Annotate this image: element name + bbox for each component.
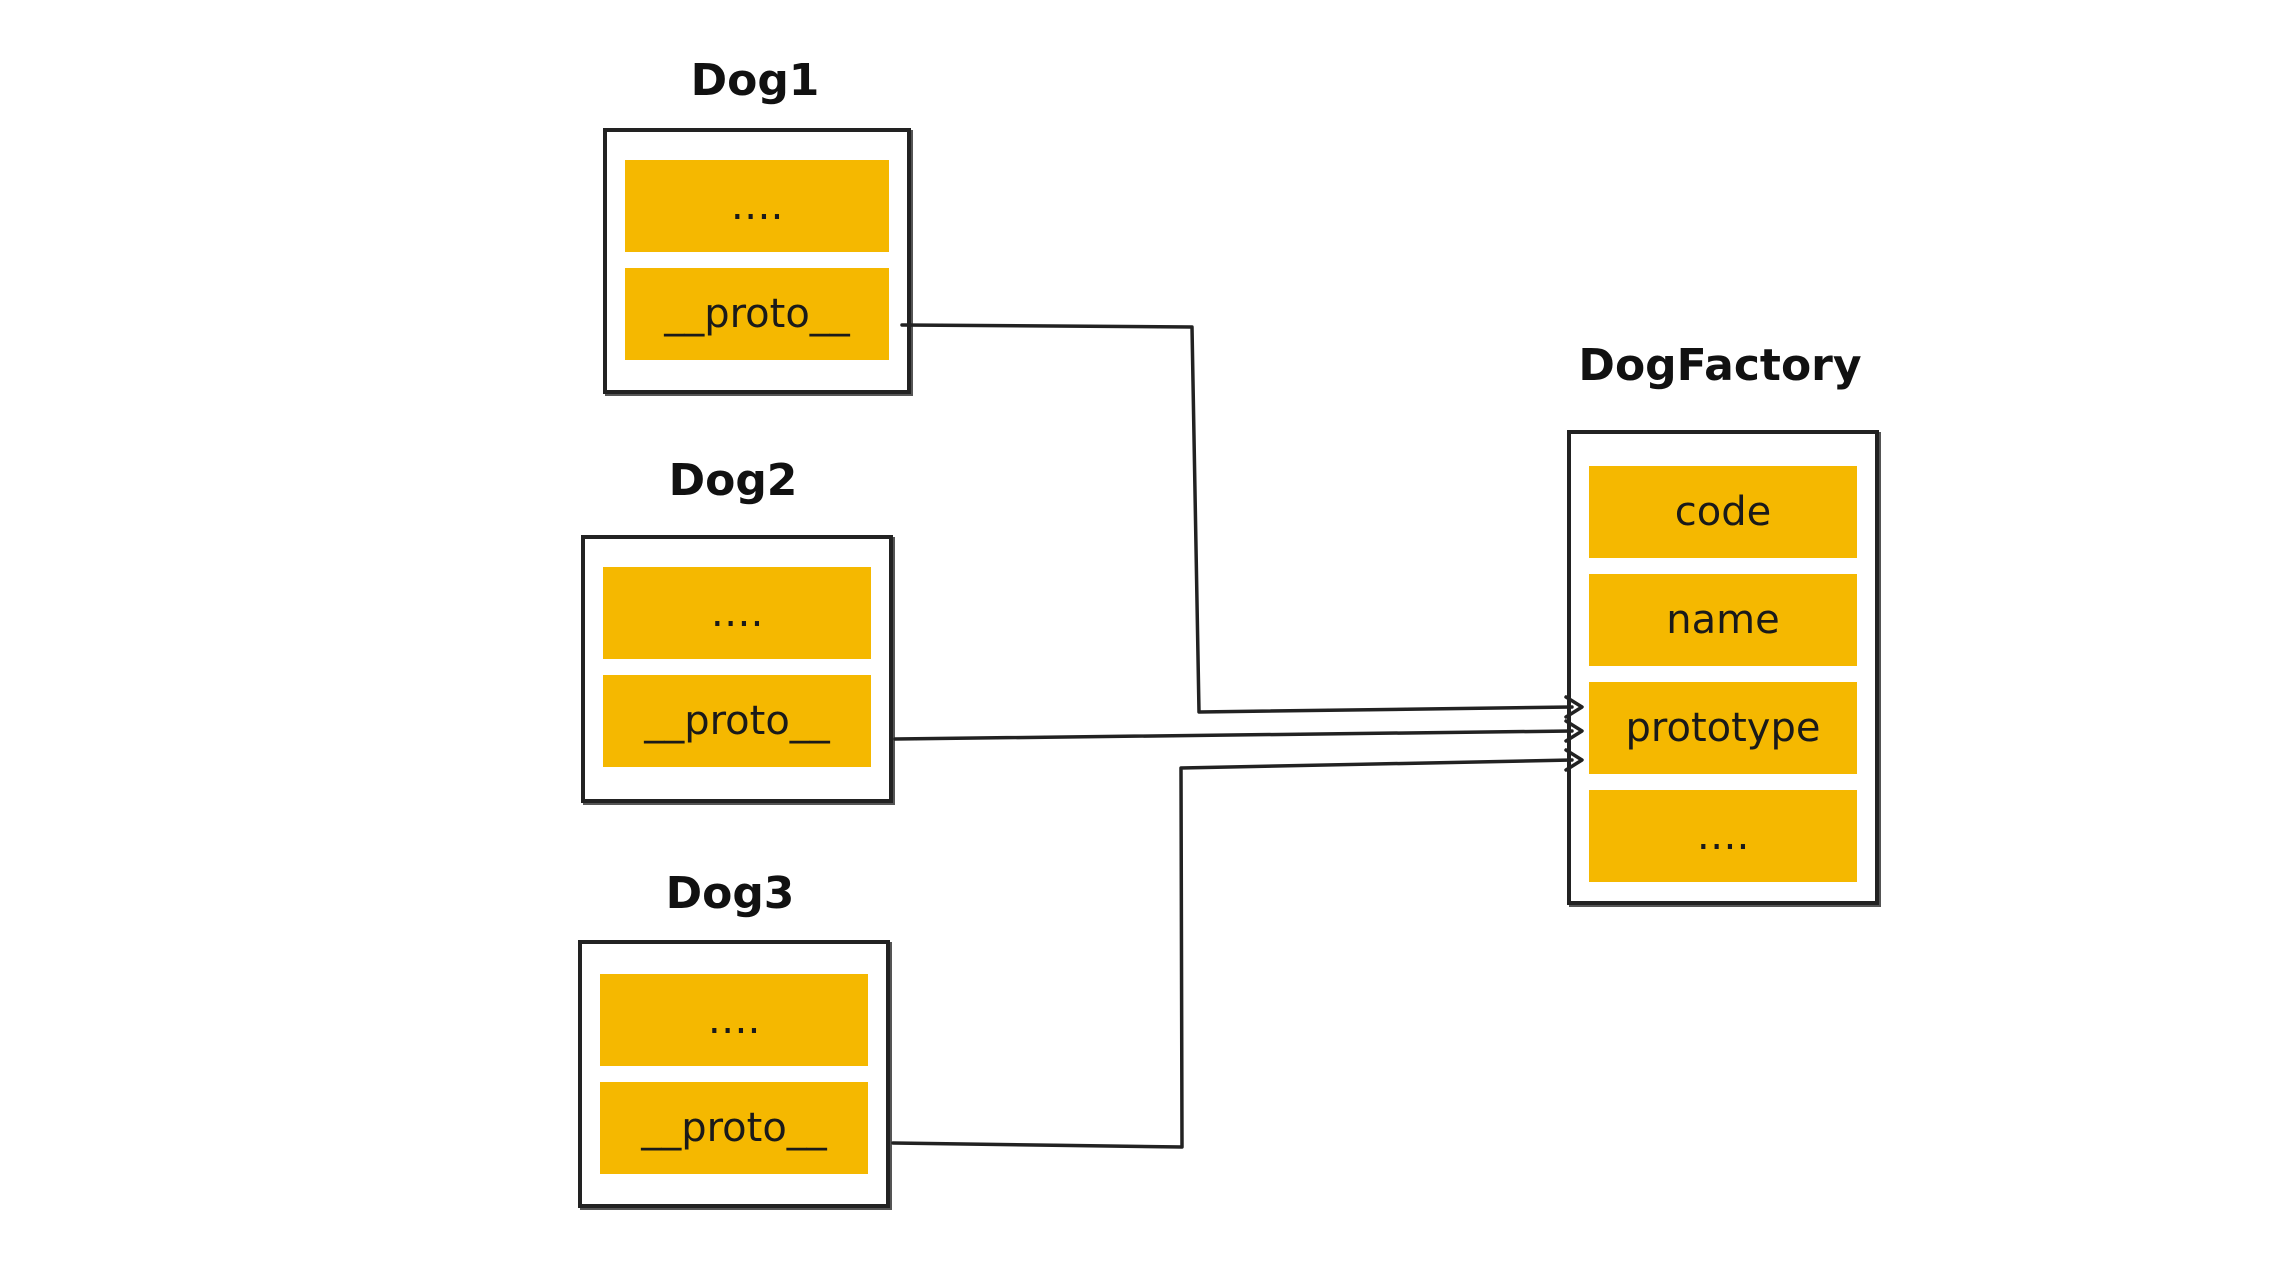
dog2-proto-connector — [893, 729, 1574, 741]
dog1-proto-connector — [900, 323, 1574, 714]
dog1-box: …. __proto__ — [603, 128, 911, 394]
dog2-box: …. __proto__ — [581, 535, 893, 803]
dog1-field-proto: __proto__ — [625, 268, 889, 360]
dogfactory-box: code name prototype …. — [1567, 430, 1879, 905]
dogfactory-field-ellipsis: …. — [1589, 790, 1857, 882]
dog3-box: …. __proto__ — [578, 940, 890, 1208]
dog2-title: Dog2 — [668, 455, 798, 506]
dogfactory-title: DogFactory — [1578, 340, 1862, 391]
dog3-title: Dog3 — [665, 868, 795, 919]
dog3-field-proto: __proto__ — [600, 1082, 868, 1174]
dog3-proto-connector — [891, 758, 1574, 1149]
dogfactory-field-code: code — [1589, 466, 1857, 558]
dog1-field-ellipsis: …. — [625, 160, 889, 252]
dog3-field-ellipsis: …. — [600, 974, 868, 1066]
dog2-field-proto: __proto__ — [603, 675, 871, 767]
dogfactory-field-prototype: prototype — [1589, 682, 1857, 774]
dog1-title: Dog1 — [690, 55, 820, 106]
dogfactory-field-name: name — [1589, 574, 1857, 666]
dog2-field-ellipsis: …. — [603, 567, 871, 659]
